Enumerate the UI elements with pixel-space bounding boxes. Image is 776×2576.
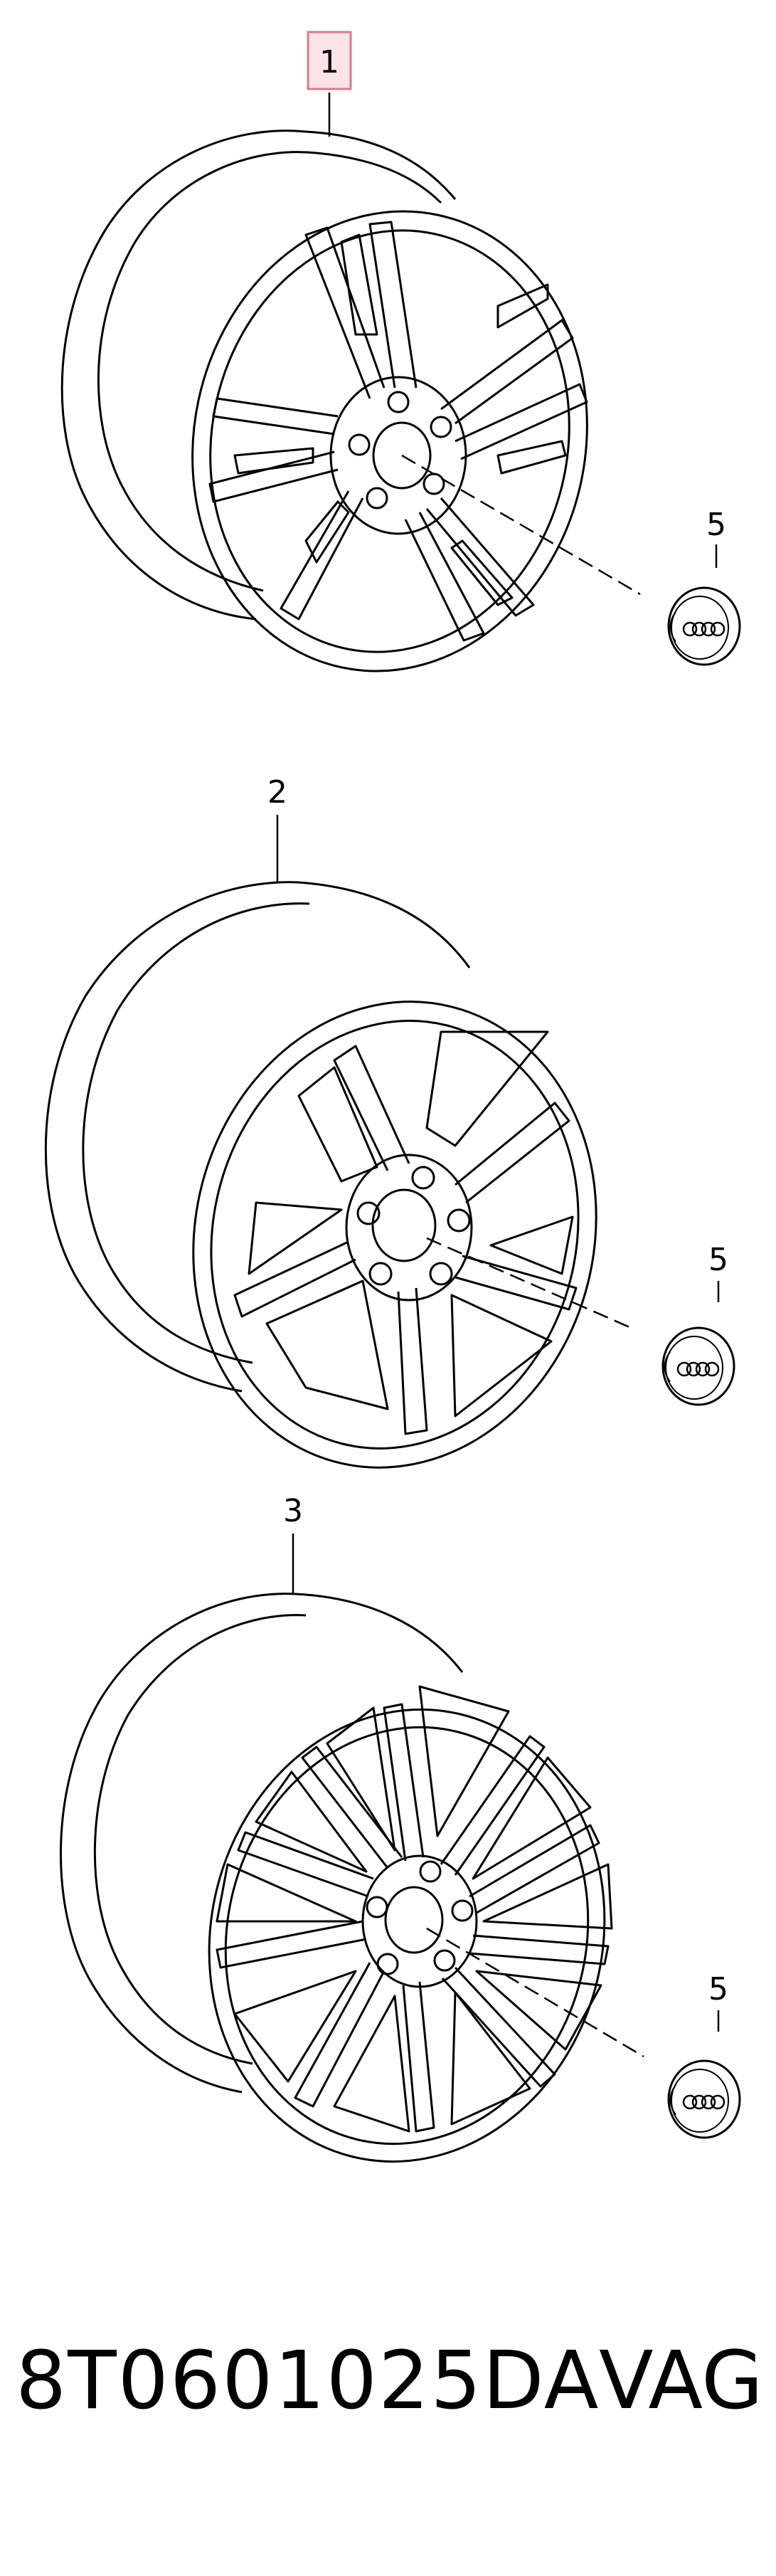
part-number: 8T0601025DA — [16, 2335, 600, 2427]
callout-label-1: 1 — [319, 44, 339, 80]
callout-label-cap-2: 5 — [708, 1242, 728, 1278]
brand-label: VAG — [599, 2335, 763, 2427]
center-cap-2-drawing — [661, 1326, 735, 1406]
center-cap-3-drawing — [667, 2059, 741, 2139]
callout-label-cap-3: 5 — [708, 1971, 728, 2007]
footer: 8T0601025DA VAG — [0, 2341, 776, 2441]
callout-label-cap-1: 5 — [706, 507, 726, 543]
wheel-3-drawing — [59, 1534, 720, 2163]
callout-label-2: 2 — [267, 774, 287, 811]
wheel-1-drawing — [60, 93, 718, 672]
center-cap-1-drawing — [667, 586, 741, 666]
callout-label-3: 3 — [283, 1493, 303, 1529]
wheel-2-drawing — [44, 815, 720, 1469]
callout-box-1 — [307, 31, 352, 90]
